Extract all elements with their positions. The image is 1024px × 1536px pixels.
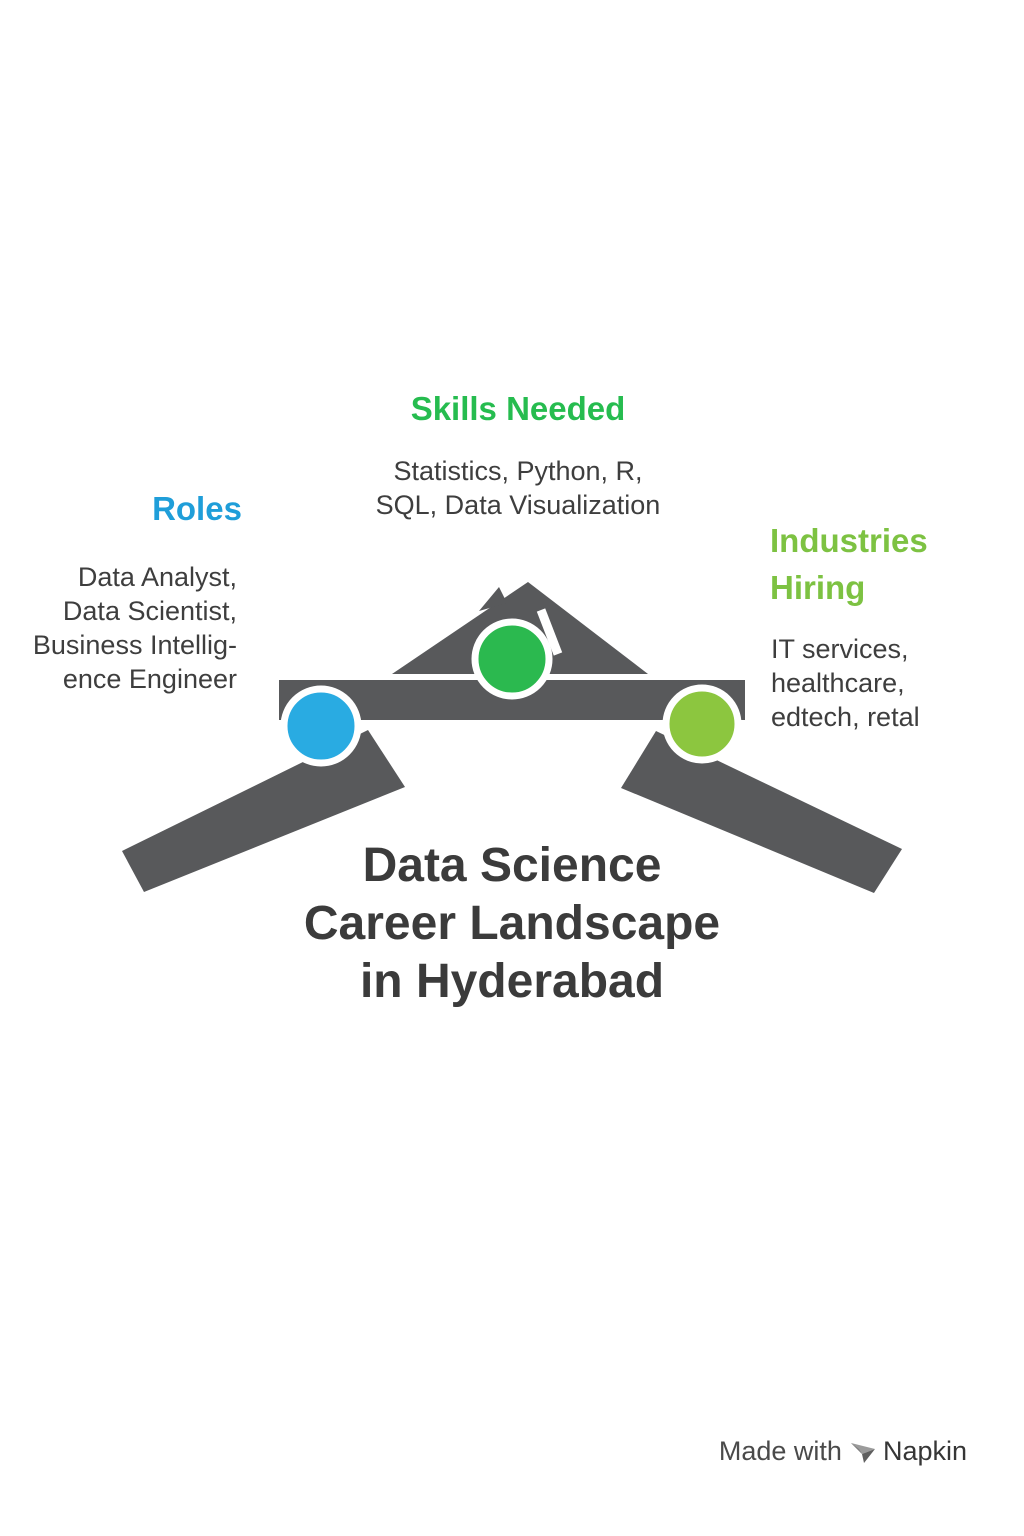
made-with-label: Made with bbox=[718, 1436, 842, 1466]
roles-line: ence Engineer bbox=[62, 664, 237, 694]
skills-heading: Skills Needed bbox=[410, 390, 626, 427]
industries-line: IT services, bbox=[771, 634, 909, 664]
roles-line: Data Scientist, bbox=[62, 596, 237, 626]
industries-line: healthcare, bbox=[771, 668, 905, 698]
roles-heading: Roles bbox=[152, 490, 242, 527]
roles-node-circle bbox=[280, 685, 362, 767]
paper-plane-icon bbox=[850, 1442, 875, 1463]
right-beam-shape bbox=[621, 731, 902, 893]
industries-line: edtech, retal bbox=[771, 702, 920, 732]
title-line: in Hyderabad bbox=[359, 955, 665, 1008]
industries-heading: Industries Hiring bbox=[770, 522, 928, 606]
skills-node-circle bbox=[471, 618, 553, 700]
roles-line: Business Intellig- bbox=[32, 630, 237, 660]
left-beam-shape bbox=[122, 730, 405, 892]
made-with-napkin-attribution: Made with Napkin bbox=[719, 1436, 967, 1466]
napkin-brand-label: Napkin bbox=[882, 1436, 967, 1466]
page-title: Data Science Career Landscape in Hyderab… bbox=[212, 837, 812, 1011]
peak-tip-sliver-shape bbox=[479, 587, 507, 611]
skills-line: Statistics, Python, R, bbox=[393, 456, 643, 486]
industries-list: IT services, healthcare, edtech, retal bbox=[771, 632, 991, 734]
title-line: Data Science bbox=[362, 839, 662, 892]
industries-node-circle bbox=[662, 684, 742, 764]
triangle-cut-gap bbox=[536, 608, 563, 656]
title-line: Career Landscape bbox=[303, 897, 721, 950]
roles-line: Data Analyst, bbox=[77, 562, 237, 592]
roles-list: Data Analyst, Data Scientist, Business I… bbox=[17, 560, 237, 696]
skills-list: Statistics, Python, R, SQL, Data Visuali… bbox=[340, 454, 696, 522]
skills-line: SQL, Data Visualization bbox=[375, 490, 661, 520]
